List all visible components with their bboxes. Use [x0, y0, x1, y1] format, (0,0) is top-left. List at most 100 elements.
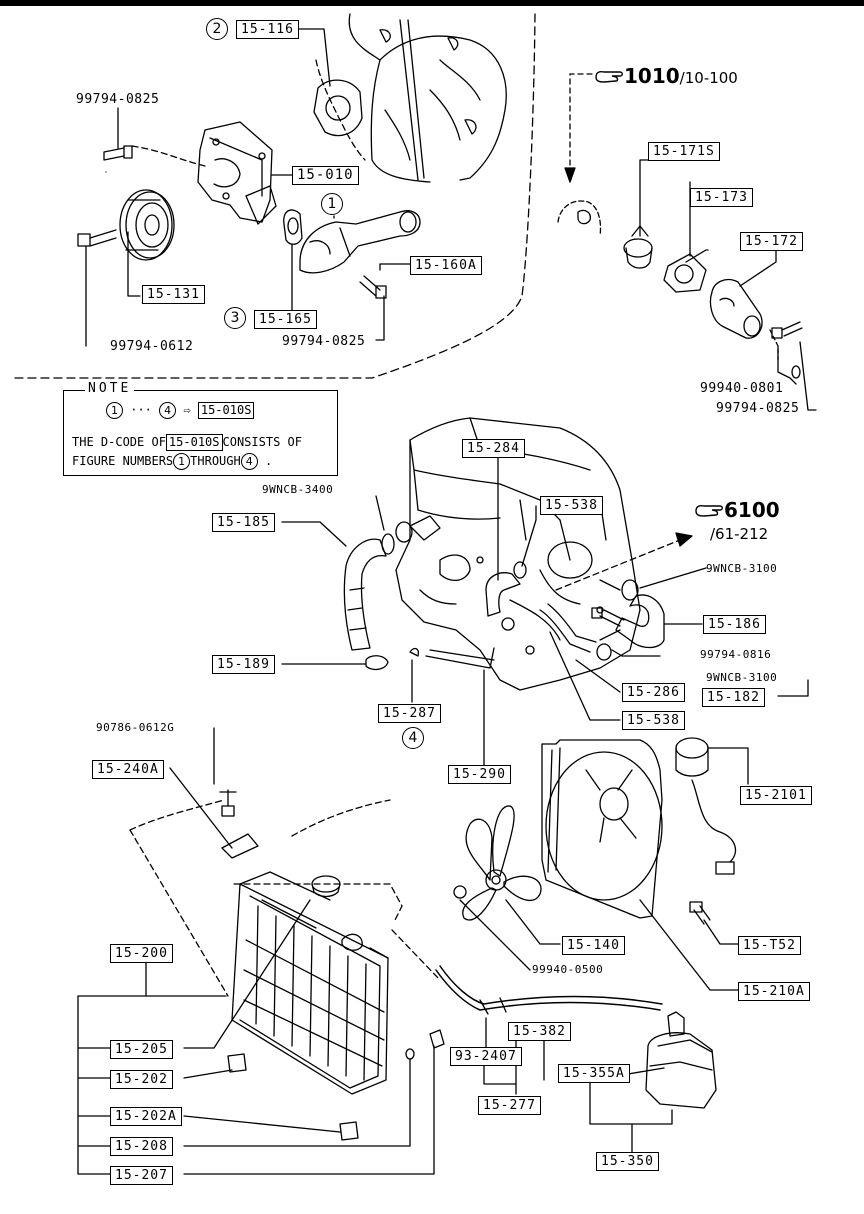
part-15-2101[interactable]: 15-2101 [740, 786, 812, 805]
ref-arrow-1010 [569, 73, 593, 173]
washer-99940-0801 [791, 365, 801, 379]
part-15-182[interactable]: 15-182 [702, 688, 765, 707]
note-line-1: 1 ··· 4 ⇨ 15-010S [106, 402, 255, 419]
reference-1010: 1010/10-100 [594, 64, 738, 88]
note-line3-mid: THROUGH [190, 454, 241, 468]
part-15-277[interactable]: 15-277 [478, 1096, 541, 1115]
fastener-9wncb-3100-upper[interactable]: 9WNCB-3100 [706, 562, 778, 575]
radiator-cushion-lower [227, 1053, 247, 1073]
radiator-drain-plug [429, 1029, 445, 1049]
overflow-hose [435, 965, 663, 1011]
leader-15-182-arrow [777, 679, 809, 697]
part-15-350[interactable]: 15-350 [596, 1152, 659, 1171]
fastener-9wncb-3400[interactable]: 9WNCB-3400 [262, 483, 334, 496]
engine-block [395, 417, 641, 691]
hose-15-287-oring [409, 647, 420, 657]
callout-1: 1 [321, 193, 343, 215]
part-15-189[interactable]: 15-189 [212, 655, 275, 674]
part-15-140[interactable]: 15-140 [562, 936, 625, 955]
ref-6100-sub-text: /61-212 [710, 525, 769, 543]
part-93-2407[interactable]: 93-2407 [450, 1047, 522, 1066]
note-code-1: 15-010S [197, 402, 255, 419]
thermostat-gasket-small [283, 209, 303, 245]
fastener-99794-0825-top[interactable]: 99794-0825 [76, 92, 160, 107]
fastener-99794-0825-mid[interactable]: 99794-0825 [282, 334, 366, 349]
clamp-9wncb-3100-lower [596, 643, 612, 661]
part-15-160A[interactable]: 15-160A [410, 256, 482, 275]
reservoir-tank [645, 1011, 717, 1109]
heater-pipe-15-286 [539, 603, 597, 653]
callout-4: 4 [402, 727, 424, 749]
part-15-240A[interactable]: 15-240A [92, 760, 164, 779]
reference-6100-sub: /61-212 [710, 524, 768, 543]
radiator [231, 871, 389, 1095]
radiator-cushion-202a [339, 1121, 359, 1141]
part-15-355A[interactable]: 15-355A [558, 1064, 630, 1083]
bolt-99794-0825-mid [359, 275, 387, 299]
note-line2-prefix: THE D-CODE OF [72, 435, 166, 449]
part-15-186[interactable]: 15-186 [703, 615, 766, 634]
part-15-382[interactable]: 15-382 [508, 1022, 571, 1041]
note-circle-from: 1 [106, 402, 123, 419]
note-line3-prefix: FIGURE NUMBERS [72, 454, 174, 468]
dash-thermostat [769, 329, 779, 361]
clamp-15-189 [365, 655, 389, 671]
pipe-15-290 [425, 647, 495, 669]
bolt-99794-0816 [591, 607, 625, 627]
part-15-208[interactable]: 15-208 [110, 1137, 173, 1156]
pointing-hand-icon [695, 504, 723, 517]
note-dots: ··· [130, 403, 152, 417]
water-pipe-fitting [409, 515, 441, 541]
group-boundary-line [14, 13, 536, 379]
reference-6100: 6100 [694, 498, 780, 522]
fastener-99940-0801[interactable]: 99940-0801 [700, 381, 784, 396]
part-15-116[interactable]: 15-116 [236, 20, 299, 39]
part-15-185[interactable]: 15-185 [212, 513, 275, 532]
fastener-90786-0612G[interactable]: 90786-0612G [96, 721, 175, 734]
leaders-bottom [77, 727, 673, 1175]
thermostat-housing-outline [557, 200, 602, 237]
cooling-fan [462, 805, 542, 921]
part-15-173[interactable]: 15-173 [690, 188, 753, 207]
fastener-99794-0612[interactable]: 99794-0612 [110, 339, 194, 354]
part-15-200[interactable]: 15-200 [110, 944, 173, 963]
part-15-284[interactable]: 15-284 [462, 439, 525, 458]
note-box [63, 390, 338, 476]
part-15-538-upper[interactable]: 15-538 [540, 496, 603, 515]
fastener-99940-0500[interactable]: 99940-0500 [532, 963, 604, 976]
part-15-290[interactable]: 15-290 [448, 765, 511, 784]
bypass-hose-15-284 [485, 572, 521, 617]
fastener-9wncb-3100-lower[interactable]: 9WNCB-3100 [706, 671, 778, 684]
part-15-010[interactable]: 15-010 [292, 166, 359, 185]
ref-arrow-6100 [555, 539, 681, 591]
thermostat-cover [709, 278, 763, 339]
part-15-538-lower[interactable]: 15-538 [622, 711, 685, 730]
note-arrow-icon: ⇨ [183, 403, 191, 417]
bolt-99794-0612 [77, 229, 117, 247]
fan-nut [453, 885, 467, 899]
note-line2-suffix: CONSISTS OF [222, 435, 302, 449]
pump-pulley [119, 189, 175, 261]
part-15-171S[interactable]: 15-171S [648, 142, 720, 161]
part-15-131[interactable]: 15-131 [142, 285, 205, 304]
bolt-99794-0825-right [771, 321, 803, 339]
note-circle-3b: 4 [240, 453, 258, 470]
part-15-165[interactable]: 15-165 [254, 310, 317, 329]
part-15-202A[interactable]: 15-202A [110, 1107, 182, 1126]
fastener-99794-0825-right[interactable]: 99794-0825 [716, 401, 800, 416]
part-15-172[interactable]: 15-172 [740, 232, 803, 251]
bolt-99794-0825-top [103, 145, 133, 161]
part-15-210A[interactable]: 15-210A [738, 982, 810, 1001]
note-line3-end: . [264, 454, 273, 468]
fastener-99794-0816[interactable]: 99794-0816 [700, 648, 772, 661]
leaders-upper-left [85, 28, 411, 347]
part-15-205[interactable]: 15-205 [110, 1040, 173, 1059]
part-15-207[interactable]: 15-207 [110, 1166, 173, 1185]
part-15-286[interactable]: 15-286 [622, 683, 685, 702]
part-15-287[interactable]: 15-287 [378, 704, 441, 723]
part-15-202[interactable]: 15-202 [110, 1070, 173, 1089]
part-15-T52[interactable]: 15-T52 [738, 936, 801, 955]
ref-arrowhead-1010 [564, 167, 576, 183]
